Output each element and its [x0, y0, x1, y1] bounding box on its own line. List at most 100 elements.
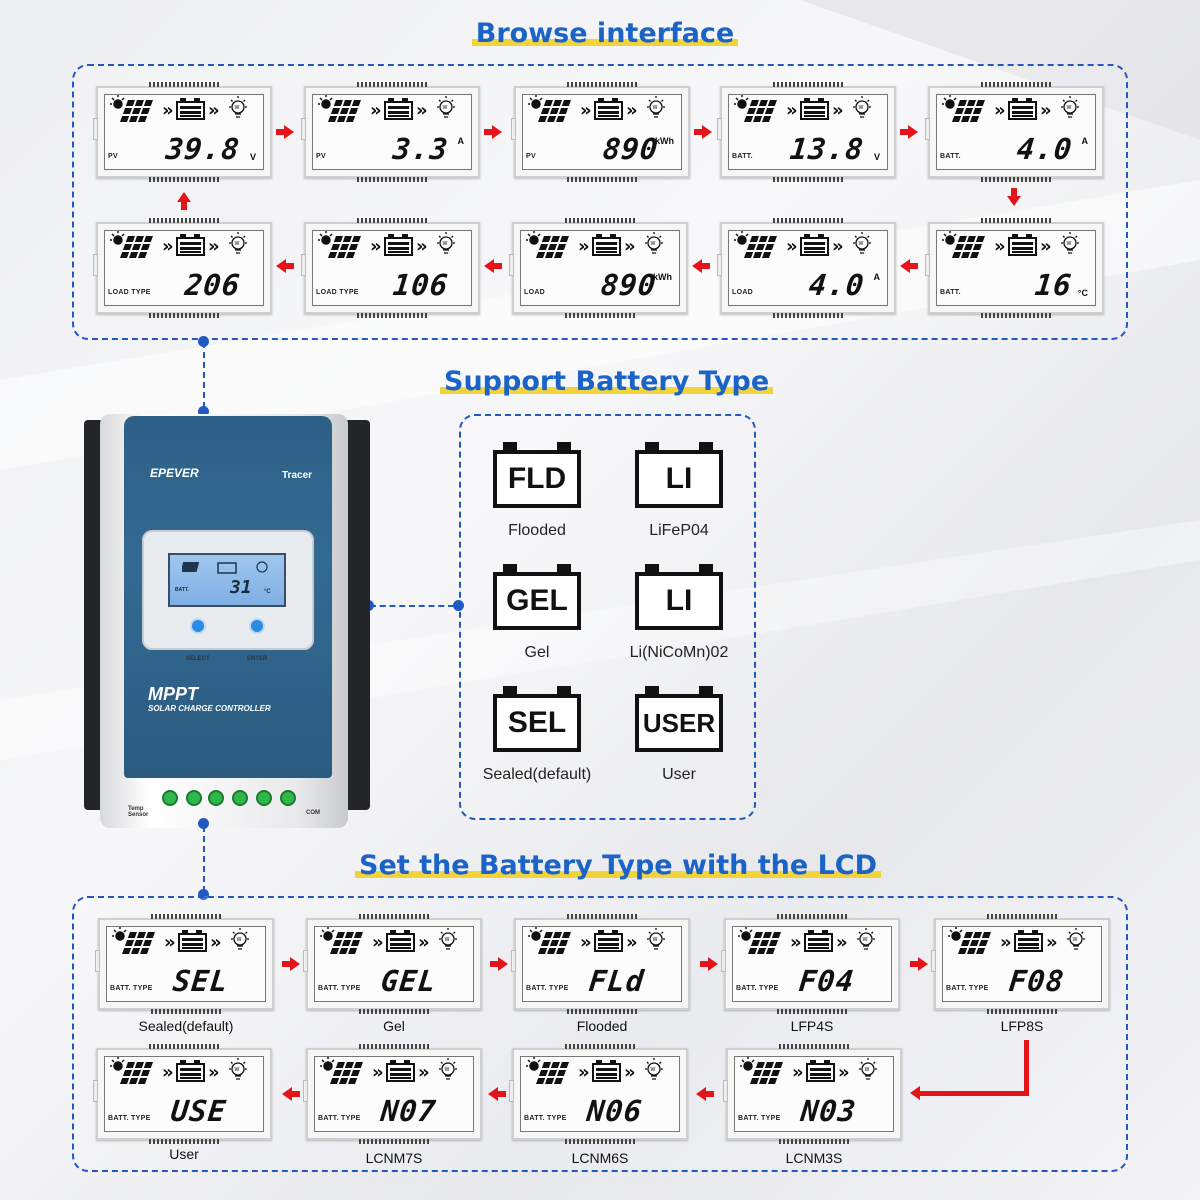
svg-text:»: »: [372, 932, 384, 953]
svg-text:»: »: [162, 100, 174, 121]
lcd-status-icons: »»W: [526, 230, 676, 262]
lcd-pins-top: [777, 914, 847, 919]
battery-type-name: User: [662, 766, 696, 783]
lcd-unit: V: [249, 152, 256, 162]
select-label: SELECT: [186, 656, 210, 662]
support-title-text: Support Battery Type: [440, 366, 774, 397]
battery-terminal-icon: [557, 686, 571, 696]
lcd-status-icons: »»W: [738, 926, 888, 958]
lcd-label: BATT.: [940, 289, 961, 296]
enter-label: ENTER: [247, 656, 268, 662]
enter-button[interactable]: [249, 618, 265, 634]
terminal-3[interactable]: [208, 790, 224, 806]
lcd-pins-top: [357, 82, 427, 87]
flow-arrow-left-icon: [696, 1087, 706, 1101]
battery-type-caption: LCNM6S: [571, 1150, 629, 1166]
browse-title-text: Browse interface: [471, 18, 739, 49]
svg-text:»: »: [208, 1062, 220, 1083]
lcd-pins-top: [359, 914, 429, 919]
svg-text:W: W: [445, 1067, 450, 1073]
svg-text:»: »: [790, 932, 802, 953]
flow-arrow-shaft: [286, 263, 294, 269]
flow-arrow-shaft: [498, 1091, 506, 1097]
lcd-pins-bottom: [567, 1009, 637, 1014]
lcd-side-tab: [511, 118, 516, 140]
svg-text:W: W: [859, 105, 864, 111]
svg-text:W: W: [445, 937, 450, 943]
flow-arrow-shaft: [181, 202, 187, 210]
connector-dot: [198, 406, 209, 417]
lcd-status-icons: »»W: [318, 94, 468, 126]
lcd-status-icons: »»W: [526, 1056, 676, 1088]
svg-text:»: »: [792, 1062, 804, 1083]
svg-text:»: »: [838, 1062, 850, 1083]
controller-screen-label: BATT.: [175, 587, 189, 593]
lcd-pins-bottom: [981, 177, 1051, 182]
flow-arrow-shaft: [490, 961, 498, 967]
svg-text:W: W: [443, 241, 448, 247]
lcd-unit: °C: [1077, 288, 1088, 298]
svg-text:»: »: [370, 236, 382, 257]
svg-text:»: »: [210, 932, 222, 953]
battery-terminal-icon: [699, 686, 713, 696]
svg-text:»: »: [580, 100, 592, 121]
flow-arrow-left-icon: [484, 259, 494, 273]
battery-type-name: Gel: [524, 644, 550, 661]
lcd-value: F04: [796, 964, 856, 998]
svg-text:»: »: [1040, 236, 1052, 257]
lcd-side-tab: [303, 1080, 308, 1102]
lcd-status-icons: »»W: [320, 1056, 470, 1088]
terminal-1[interactable]: [162, 790, 178, 806]
lcd-label: BATT. TYPE: [524, 1115, 567, 1122]
terminal-6[interactable]: [280, 790, 296, 806]
lcd-status-icons: »»W: [528, 94, 678, 126]
lcd-pins-top: [565, 1044, 635, 1049]
terminal-5[interactable]: [256, 790, 272, 806]
svg-text:W: W: [1067, 241, 1072, 247]
lcd-unit: V: [873, 152, 880, 162]
svg-text:»: »: [832, 100, 844, 121]
lcd-pins-bottom: [357, 313, 427, 318]
lcd-label: BATT. TYPE: [318, 1115, 361, 1122]
lcd-side-tab: [509, 1080, 514, 1102]
controller-screen-icons: [182, 561, 268, 574]
flow-arrow-shaft: [484, 129, 492, 135]
flow-arrow-left-icon: [276, 259, 286, 273]
lcd-status-icons: »»W: [110, 94, 260, 126]
svg-text:»: »: [418, 1062, 430, 1083]
svg-text:W: W: [865, 1067, 870, 1073]
select-button[interactable]: [190, 618, 206, 634]
return-arrow-left-icon: [910, 1086, 920, 1100]
flow-arrow-shaft: [292, 1091, 300, 1097]
lcd-label: BATT.: [732, 153, 753, 160]
lcd-value: 4.0: [1014, 132, 1074, 166]
lcd-value: 206: [182, 268, 242, 302]
flow-arrow-right-icon: [492, 125, 502, 139]
flow-arrow-shaft: [276, 129, 284, 135]
return-arrow-shaft: [920, 1091, 1029, 1096]
lcd-unit: A: [873, 272, 881, 282]
lcd-status-icons: »»W: [528, 926, 678, 958]
flow-arrow-shaft: [694, 129, 702, 135]
battery-terminal-icon: [557, 564, 571, 574]
connector-dot: [198, 889, 209, 900]
svg-text:»: »: [626, 932, 638, 953]
lcd-side-tab: [93, 1080, 98, 1102]
lcd-pins-top: [779, 1044, 849, 1049]
battery-terminal-icon: [503, 564, 517, 574]
lcd-value: USE: [168, 1094, 228, 1128]
svg-text:W: W: [651, 1067, 656, 1073]
lcd-pins-bottom: [565, 1139, 635, 1144]
flow-arrow-shaft: [1011, 188, 1017, 196]
lcd-pins-bottom: [565, 313, 635, 318]
lcd-value: 3.3: [390, 132, 450, 166]
terminal-2[interactable]: [186, 790, 202, 806]
lcd-unit: kWh: [653, 272, 672, 282]
flow-arrow-right-icon: [284, 125, 294, 139]
terminal-4[interactable]: [232, 790, 248, 806]
svg-text:W: W: [651, 241, 656, 247]
